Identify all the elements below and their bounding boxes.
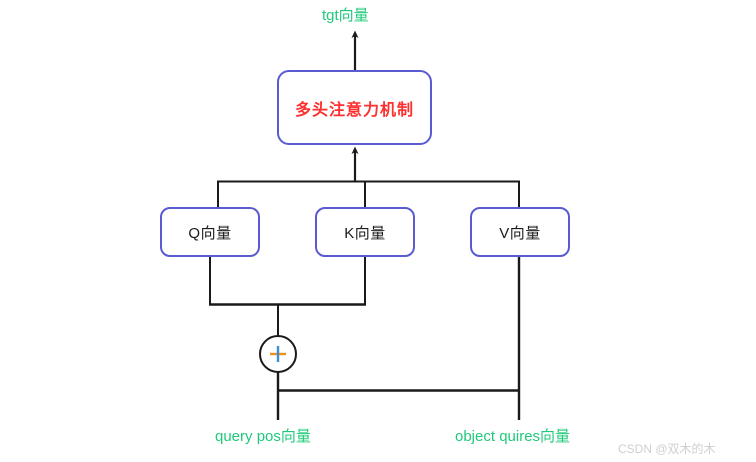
input-label-object-quires: object quires向量	[455, 428, 571, 445]
k-vector-label: K向量	[344, 224, 386, 242]
attention-node-label: 多头注意力机制	[294, 101, 414, 119]
output-label-tgt: tgt向量	[322, 7, 369, 24]
q-vector-label: Q向量	[188, 224, 232, 242]
attention-node[interactable]: 多头注意力机制	[277, 70, 432, 145]
watermark: CSDN @双木的木	[618, 442, 716, 456]
q-vector-node[interactable]: Q向量	[160, 207, 260, 257]
input-label-query-pos: query pos向量	[215, 428, 311, 445]
v-vector-label: V向量	[499, 224, 541, 242]
v-vector-node[interactable]: V向量	[470, 207, 570, 257]
k-vector-node[interactable]: K向量	[315, 207, 415, 257]
